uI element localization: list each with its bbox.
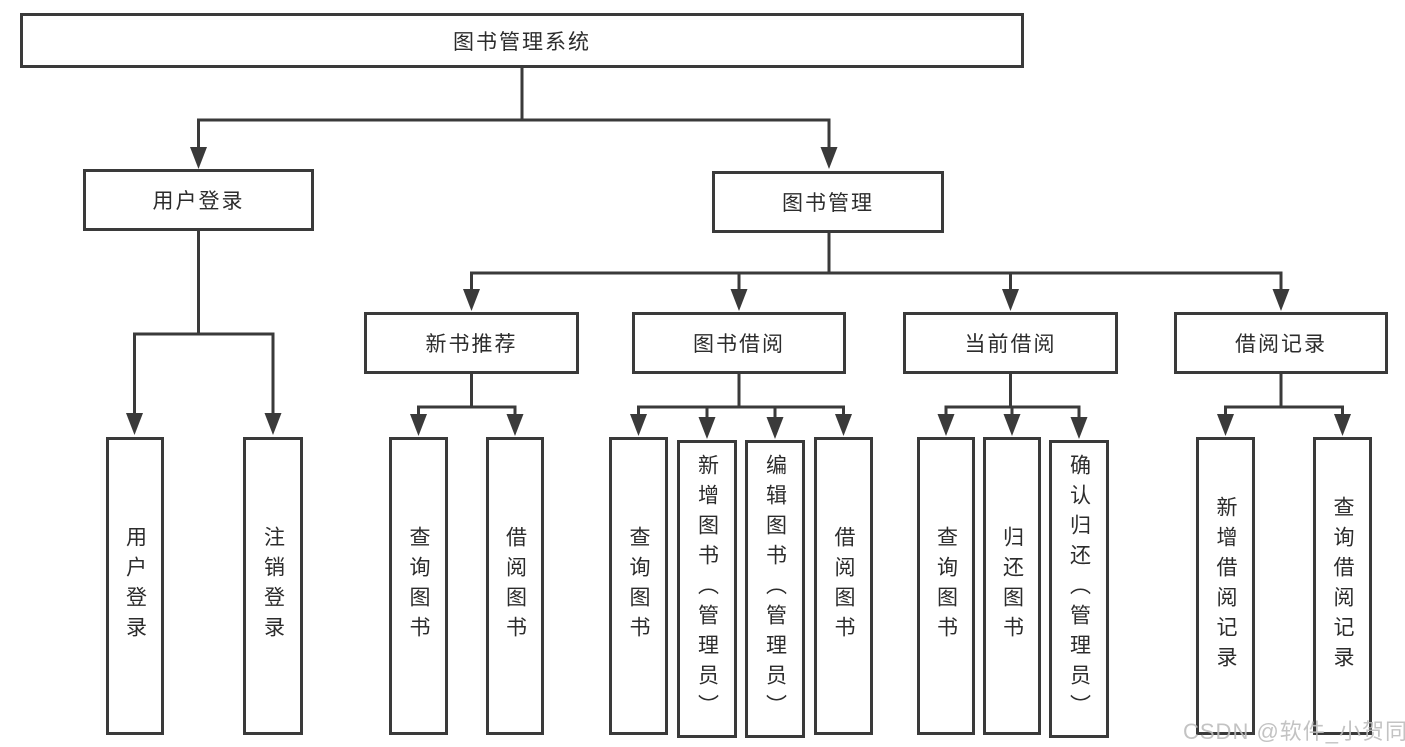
node-new-book-recommend: 新书推荐 [364,312,579,374]
leaf-borrow-books: 借阅图书 [814,437,873,735]
node-current-borrowing: 当前借阅 [903,312,1118,374]
node-book-management: 图书管理 [712,171,944,233]
leaf-label: 注销登录 [261,526,285,646]
leaf-query-books: 查询图书 [917,437,975,735]
csdn-watermark: CSDN @软件_小贺同学 [1183,719,1405,744]
leaf-label: 查询图书 [627,526,650,646]
node-label: 图书借阅 [693,333,785,356]
leaf-add-books-admin: 新增图书（管理员） [677,440,737,738]
leaf-add-borrow-record: 新增借阅记录 [1196,437,1255,735]
leaf-query-books: 查询图书 [609,437,668,735]
node-label: 图书管理系统 [453,30,591,54]
leaf-label: 归还图书 [1000,526,1024,646]
leaf-borrow-books: 借阅图书 [486,437,544,735]
node-book-borrowing: 图书借阅 [632,312,846,374]
leaf-label: 查询图书 [407,526,430,646]
node-label: 用户登录 [152,190,245,213]
leaf-label: 新增图书（管理员） [695,454,719,724]
node-library-management-system: 图书管理系统 [20,13,1024,68]
leaf-logout: 注销登录 [243,437,303,735]
node-label: 当前借阅 [964,333,1057,356]
node-label: 新书推荐 [425,333,518,356]
leaf-label: 确认归还（管理员） [1067,454,1091,724]
leaf-label: 查询借阅记录 [1331,496,1354,676]
leaf-label: 借阅图书 [832,526,855,646]
leaf-query-borrow-record: 查询借阅记录 [1313,437,1372,735]
leaf-edit-books-admin: 编辑图书（管理员） [745,440,805,738]
leaf-label: 查询图书 [934,526,958,646]
leaf-label: 编辑图书（管理员） [763,454,787,724]
leaf-label: 新增借阅记录 [1214,496,1237,676]
leaf-label: 借阅图书 [503,526,527,646]
leaf-label: 用户登录 [123,526,147,646]
node-label: 图书管理 [782,192,874,215]
leaf-confirm-return-admin: 确认归还（管理员） [1049,440,1109,738]
node-user-login: 用户登录 [83,169,314,231]
leaf-user-login: 用户登录 [106,437,164,735]
node-label: 借阅记录 [1235,333,1327,356]
leaf-query-books: 查询图书 [389,437,448,735]
node-borrow-records: 借阅记录 [1174,312,1388,374]
leaf-return-books: 归还图书 [983,437,1041,735]
